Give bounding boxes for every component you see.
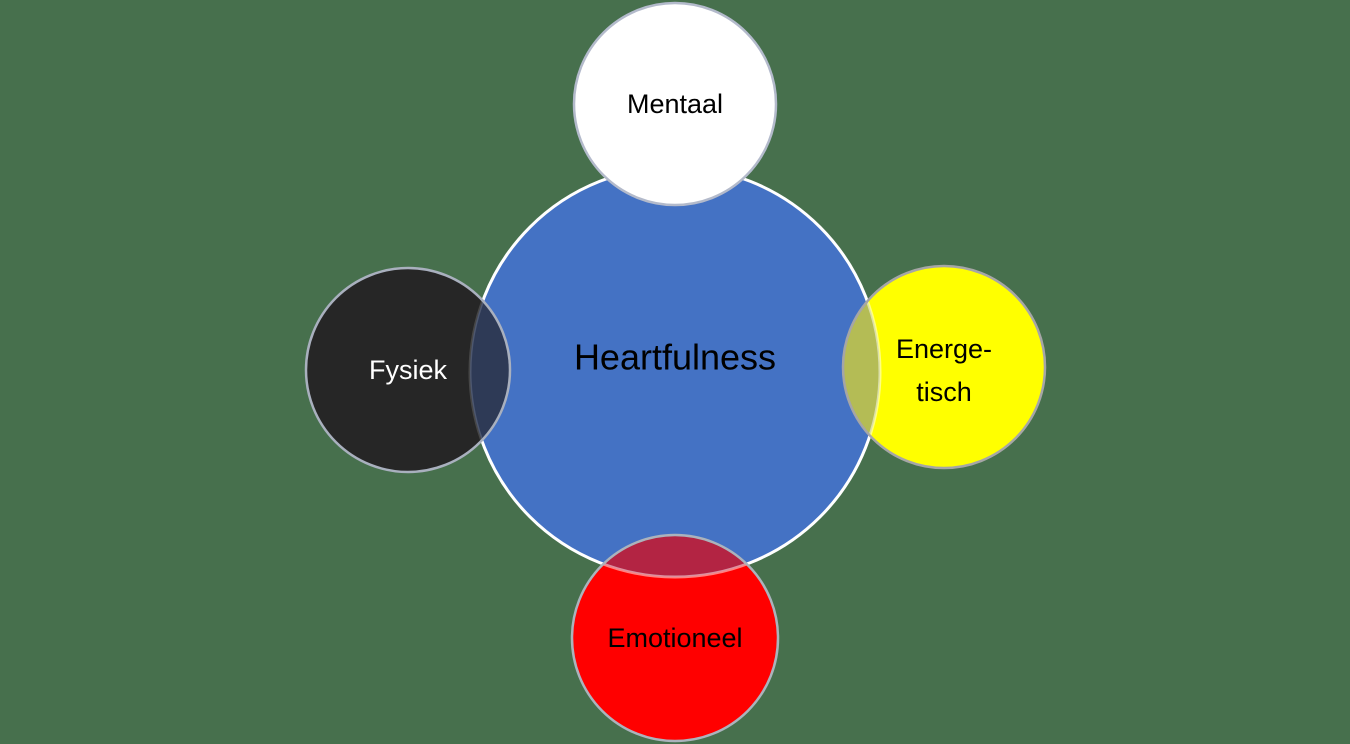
circle-emotioneel-border	[570, 533, 780, 743]
overlap-emotioneel-heartfulness	[572, 535, 778, 579]
node-emotioneel: Emotioneel	[570, 533, 780, 743]
overlap-energetisch-heartfulness	[843, 266, 882, 468]
overlap-fysiek-heartfulness	[468, 268, 510, 472]
label-fysiek: Fysiek	[369, 355, 448, 385]
circle-mentaal	[572, 1, 778, 207]
circle-emotioneel	[572, 535, 778, 741]
label-emotioneel: Emotioneel	[607, 623, 742, 653]
label-energetisch-line2: tisch	[916, 377, 972, 407]
node-energetisch: Energe- tisch	[841, 264, 1047, 470]
circle-energetisch	[843, 266, 1045, 468]
circle-fysiek	[306, 268, 510, 472]
label-mentaal: Mentaal	[627, 89, 723, 119]
node-mentaal: Mentaal	[572, 1, 778, 207]
circle-energetisch-border	[841, 264, 1047, 470]
node-fysiek: Fysiek	[304, 266, 512, 474]
label-energetisch-line1: Energe-	[896, 334, 992, 364]
circle-fysiek-border	[304, 266, 512, 474]
label-heartfulness: Heartfulness	[574, 337, 776, 378]
